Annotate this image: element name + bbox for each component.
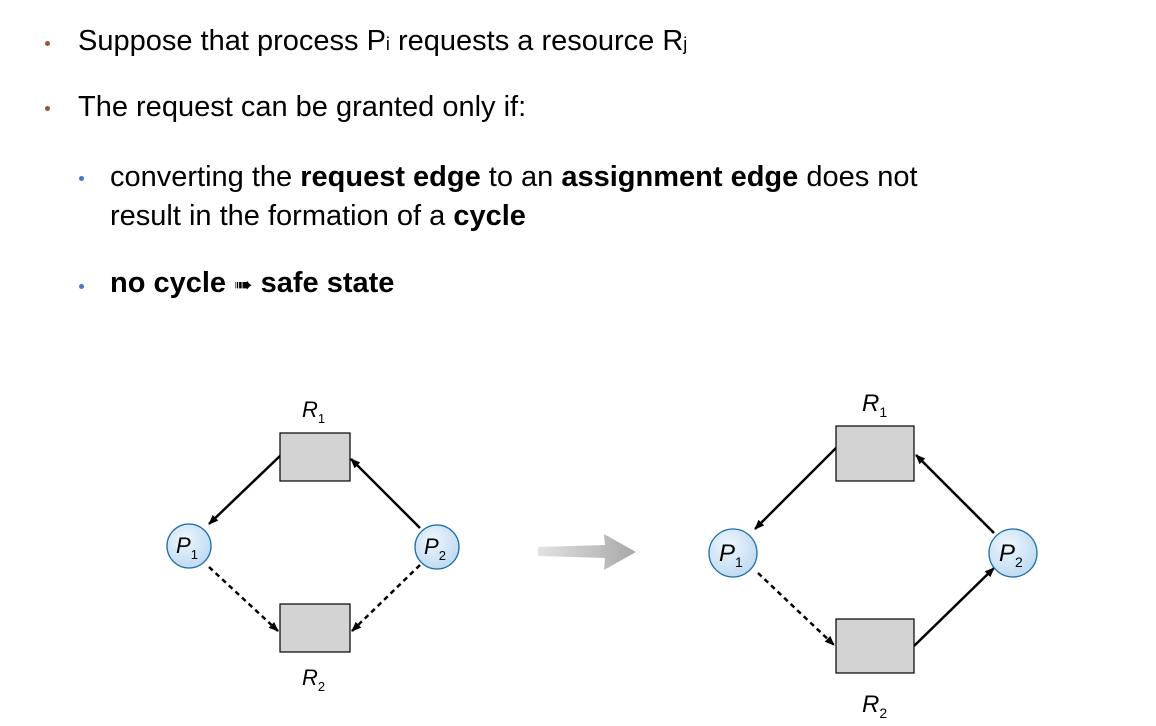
cycle-term: cycle (453, 200, 526, 232)
sub-bullet-1-line-1: converting the request edge to an assign… (110, 158, 918, 197)
sub-bullet-dot-2 (79, 284, 84, 289)
no-cycle-text: no cycle (110, 267, 227, 299)
left-label-r1: R1 (302, 397, 325, 426)
left-label-p2: P2 (424, 534, 446, 563)
sub-bullet-1: converting the request edge to an assign… (110, 158, 918, 236)
bullet-1-prefix: Suppose that process P (78, 25, 386, 57)
bullet-dot-2 (45, 106, 50, 111)
left-process-p2 (414, 524, 460, 570)
implies-arrow-icon: ➠ (234, 273, 253, 298)
left-request-edge-p1-r2 (208, 566, 279, 632)
sub-bullet-1-line-2: result in the formation of a cycle (110, 197, 918, 236)
bullet-1: Suppose that process Pi requests a resou… (78, 24, 687, 61)
bullet-1-middle: requests a resource R (389, 25, 684, 57)
bullet-2-text: The request can be granted only if: (78, 91, 527, 123)
sub-bullet-1-text-a: converting the (110, 161, 301, 193)
sub-bullet-2: no cycle ➠ safe state (110, 266, 394, 303)
right-resource-r2 (835, 618, 915, 674)
right-label-p1: P1 (719, 540, 743, 570)
sub-bullet-1-text-e: does not (798, 161, 918, 193)
right-request-edge-p2-r1 (915, 454, 995, 534)
left-claim-edge-p2-r2 (351, 564, 421, 632)
right-label-r1: R1 (862, 390, 887, 420)
assignment-edge-term: assignment edge (561, 161, 799, 193)
sub-bullet-1-text-c: to an (480, 161, 562, 193)
right-assignment-edge-r2-p2 (913, 567, 995, 647)
left-label-p1: P1 (176, 533, 198, 562)
transition-arrow-icon (538, 534, 636, 570)
right-process-p1 (708, 528, 758, 578)
left-label-r2: R2 (302, 665, 325, 694)
bullet-1-sub-i: i (385, 34, 390, 54)
bullet-2: The request can be granted only if: (78, 90, 526, 124)
left-graph: R1 R2 P1 P2 (166, 397, 460, 694)
right-label-r2: R2 (862, 691, 887, 721)
safe-state-text: safe state (260, 267, 395, 299)
left-assignment-edge-r1-p1 (208, 454, 282, 525)
right-process-p2 (988, 528, 1038, 578)
bullet-1-sub-j: j (683, 34, 688, 54)
right-resource-r1 (835, 425, 915, 482)
left-resource-r1 (279, 432, 351, 482)
left-resource-r2 (279, 603, 351, 653)
sub-bullet-dot-1 (79, 176, 84, 181)
left-request-edge-p2-r1 (350, 458, 421, 529)
sub-bullet-1-text-f: result in the formation of a (110, 200, 454, 232)
bullet-dot-1 (45, 41, 50, 46)
right-label-p2: P2 (999, 540, 1023, 570)
right-assignment-edge-r1-p1 (754, 447, 837, 530)
left-process-p1 (166, 523, 212, 569)
right-graph: R1 R2 P1 P2 (708, 390, 1038, 721)
request-edge-term: request edge (300, 161, 481, 193)
right-request-edge-p1-r2 (757, 572, 835, 646)
